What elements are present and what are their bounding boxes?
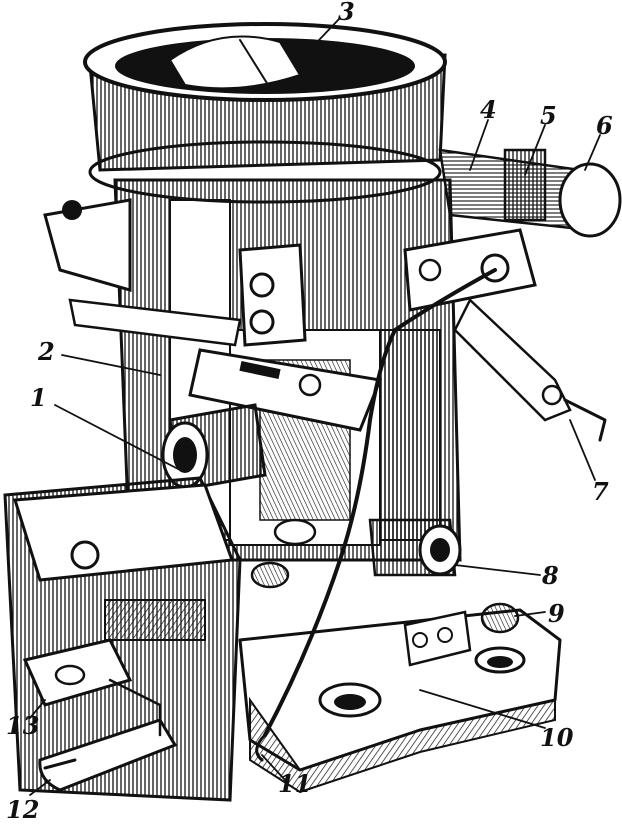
- callout-13: 13: [6, 711, 39, 740]
- leader-lines: [29, 17, 601, 796]
- callout-10: 10: [540, 723, 574, 752]
- leader-8: [454, 564, 541, 576]
- left-bracket: [43, 198, 242, 347]
- choke-housing: [438, 148, 622, 238]
- mounting-flange: [238, 608, 562, 794]
- control-wire: [255, 268, 497, 762]
- right-fitting: [368, 518, 462, 577]
- callout-3: 3: [338, 0, 355, 26]
- callout-8: 8: [541, 561, 559, 590]
- callout-5: 5: [540, 101, 557, 130]
- callout-2: 2: [37, 337, 55, 366]
- callout-labels: 1 2 3 4 5 6 7 8 9 10 11 12 13: [6, 0, 613, 824]
- fuel-inlet: [161, 403, 267, 492]
- linkage-arm: [403, 228, 607, 442]
- callout-11: 11: [278, 769, 311, 798]
- callout-9: 9: [548, 599, 565, 628]
- callout-6: 6: [596, 111, 613, 140]
- leader-3: [299, 17, 341, 61]
- callout-12: 12: [6, 795, 39, 824]
- leader-11: [261, 754, 286, 781]
- leader-5: [524, 124, 546, 176]
- throttle-plate: [188, 243, 383, 432]
- leader-1: [54, 404, 181, 471]
- float-chamber-cover: [3, 476, 242, 802]
- callout-7: 7: [592, 477, 609, 506]
- leader-4: [469, 119, 489, 171]
- leader-10: [419, 689, 546, 729]
- leader-7: [569, 419, 596, 481]
- callout-1: 1: [30, 383, 47, 412]
- leader-12: [29, 779, 51, 796]
- air-horn: [83, 22, 447, 204]
- leader-9: [514, 611, 546, 617]
- terminal-tabs: [22, 638, 178, 792]
- leader-2: [61, 354, 161, 376]
- leader-6: [584, 134, 601, 171]
- leader-13: [29, 699, 46, 719]
- callout-4: 4: [480, 95, 497, 124]
- adjust-screws: [250, 518, 520, 667]
